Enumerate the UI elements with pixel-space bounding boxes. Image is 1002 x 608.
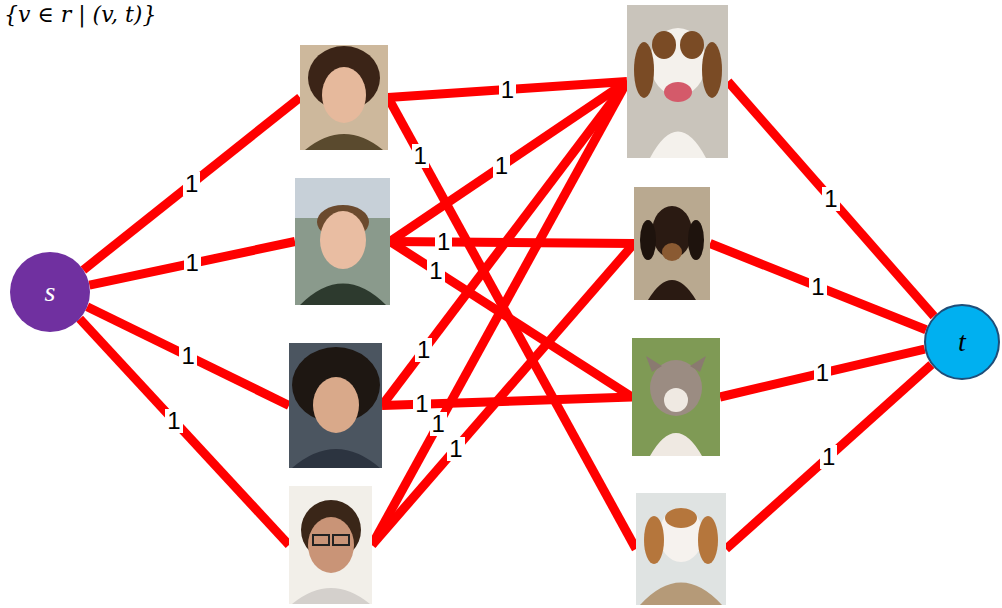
terminal-circle: t <box>924 304 1000 380</box>
terminal-circle: s <box>10 252 90 332</box>
capacity-label: 1 <box>499 78 516 102</box>
capacity-label: 1 <box>435 230 452 254</box>
capacity-label: 1 <box>179 344 196 368</box>
capacity-label: 1 <box>430 412 447 436</box>
photo-node <box>627 5 728 158</box>
person-photo <box>289 486 372 604</box>
photo-node <box>636 493 726 605</box>
flow-edge <box>382 82 627 406</box>
capacity-label: 1 <box>822 187 839 211</box>
flow-edge <box>726 365 931 549</box>
flow-edge <box>80 319 289 545</box>
capacity-label: 1 <box>413 392 430 416</box>
node-label: s <box>45 278 56 306</box>
capacity-label: 1 <box>493 154 510 178</box>
photo-node <box>289 343 382 468</box>
dog-photo <box>632 338 720 456</box>
person-photo <box>289 343 382 468</box>
set-notation: {v ∈ r | (v, t)} <box>4 2 156 27</box>
flow-edge <box>390 82 627 242</box>
capacity-label: 1 <box>820 445 837 469</box>
flow-edge <box>728 82 934 317</box>
flow-edge <box>89 242 295 286</box>
capacity-label: 1 <box>165 409 182 433</box>
dog-photo <box>634 187 710 300</box>
flow-edge <box>720 349 925 397</box>
photo-node <box>295 178 390 305</box>
capacity-label: 1 <box>412 144 429 168</box>
capacity-label: 1 <box>427 259 444 283</box>
photo-node <box>634 187 710 300</box>
capacity-label: 1 <box>183 172 200 196</box>
capacity-label: 1 <box>814 361 831 385</box>
capacity-label: 1 <box>447 437 464 461</box>
capacity-label: 1 <box>184 251 201 275</box>
dog-photo <box>627 5 728 158</box>
node-label: t <box>958 328 966 356</box>
person-photo <box>300 45 388 150</box>
photo-node <box>300 45 388 150</box>
flow-edge <box>390 242 632 398</box>
person-photo <box>295 178 390 305</box>
photo-node <box>289 486 372 604</box>
flow-edge <box>710 244 926 330</box>
photo-node <box>632 338 720 456</box>
flow-edge <box>372 244 634 546</box>
flow-edge <box>390 242 634 244</box>
capacity-label: 1 <box>415 338 432 362</box>
capacity-label: 1 <box>809 275 826 299</box>
dog-photo <box>636 493 726 605</box>
flow-edge <box>372 82 627 546</box>
